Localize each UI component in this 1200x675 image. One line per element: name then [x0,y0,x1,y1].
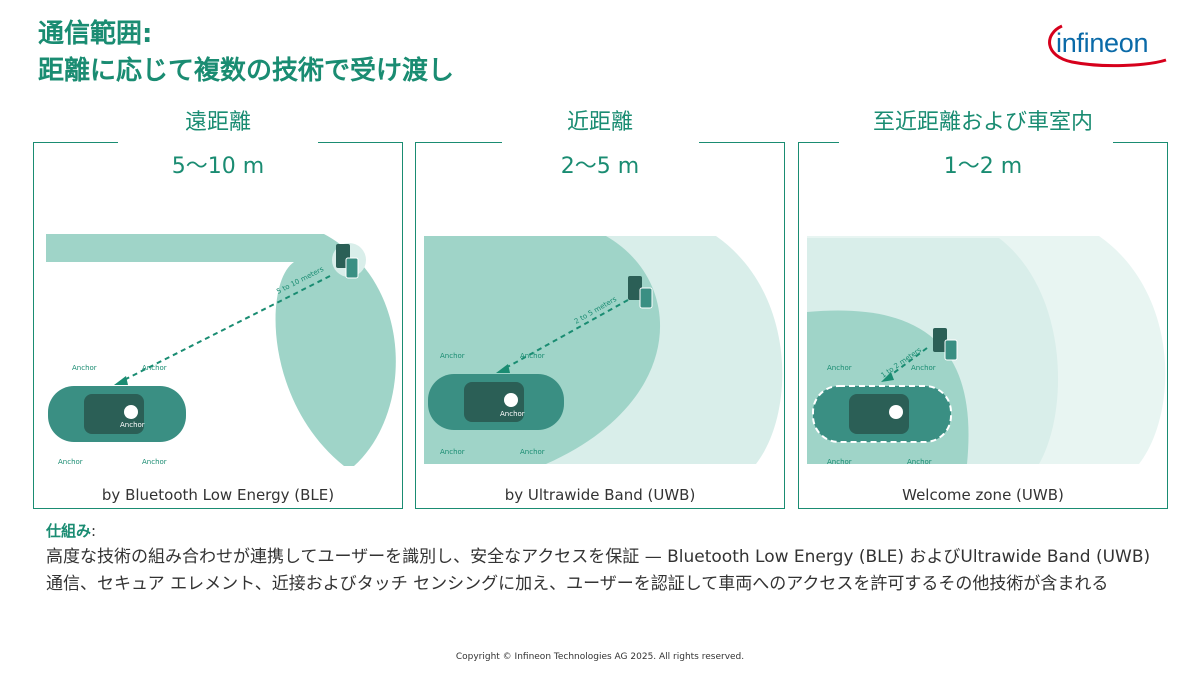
anchor-label: Anchor [440,448,465,456]
title-line-2: 距離に応じて複数の技術で受け渡し [38,56,455,86]
panel-footer: Welcome zone (UWB) [902,486,1064,504]
arrowhead-icon [881,372,894,382]
copyright-notice: Copyright © Infineon Technologies AG 202… [455,652,745,662]
key-fob-icon [639,287,653,309]
car-icon [428,374,564,430]
anchor-label: Anchor [911,364,936,372]
arrowhead-icon [114,376,128,385]
anchor-label: Anchor [58,458,83,466]
panel-border-left [34,142,118,143]
distance-arrow [501,299,629,371]
key-fob-icon [944,339,958,361]
panel-short-range: 近距離 2〜5 m 2 to 5 meters Anchor Anchor An… [415,110,785,509]
ble-range-diagram: 5 to 10 meters Anchor Anchor Anchor Anch… [46,234,396,466]
panel-border-left [416,142,502,143]
anchor-label: Anchor [500,410,525,418]
panel-range: 2〜5 m [560,154,640,179]
arrowhead-icon [496,364,510,373]
panel-heading: 至近距離および車室内 [872,110,1093,135]
distance-arrow [119,275,331,383]
panel-footer: by Ultrawide Band (UWB) [504,486,696,504]
car-icon [48,386,186,442]
panel-border-right [1113,142,1167,143]
key-fob-icon [345,257,359,279]
panel-border-right [318,142,402,143]
anchor-label: Anchor [520,448,545,456]
car-icon [812,385,952,443]
logo-wordmark: infineon [1056,28,1149,58]
anchor-label: Anchor [440,352,465,360]
mechanism-description: 高度な技術の組み合わせが連携してユーザーを識別し、安全なアクセスを保証 — Bl… [46,547,1151,594]
anchor-label: Anchor [142,458,167,466]
page-title: 通信範囲: 距離に応じて複数の技術で受け渡し [38,16,454,90]
panel-footer: by Bluetooth Low Energy (BLE) [101,486,335,504]
mechanism-label-text: 仕組み [46,522,92,540]
panel-border-right [699,142,784,143]
title-line-1: 通信範囲: [38,19,153,49]
anchor-label: Anchor [827,458,852,466]
anchor-label: Anchor [72,364,97,372]
panel-range: 1〜2 m [943,154,1023,179]
uwb-range-diagram: 2 to 5 meters Anchor Anchor Anchor Ancho… [424,236,783,464]
panel-heading: 近距離 [566,110,633,135]
anchor-label: Anchor [907,458,932,466]
phone-icon [628,276,642,300]
phone-icon [933,328,947,352]
anchor-label: Anchor [827,364,852,372]
logo-swoosh-icon [1048,24,1167,68]
anchor-label: Anchor [142,364,167,372]
infineon-logo: infineon [1042,16,1172,72]
anchor-label: Anchor [120,421,145,429]
panel-long-range: 遠距離 5〜10 m 5 to 10 meters Anchor Anchor … [33,110,403,509]
panel-range: 5〜10 m [171,154,265,179]
anchor-label: Anchor [520,352,545,360]
mechanism-label-colon: : [91,522,97,540]
panel-border-left [799,142,839,143]
panel-heading: 遠距離 [184,110,251,135]
mechanism-label: 仕組み: [46,520,96,541]
welcome-zone-diagram: 1 to 2 meters Anchor Anchor Anchor Ancho… [807,236,1166,466]
panel-welcome-zone: 至近距離および車室内 1〜2 m 1 to 2 meters Anchor An… [798,110,1168,509]
